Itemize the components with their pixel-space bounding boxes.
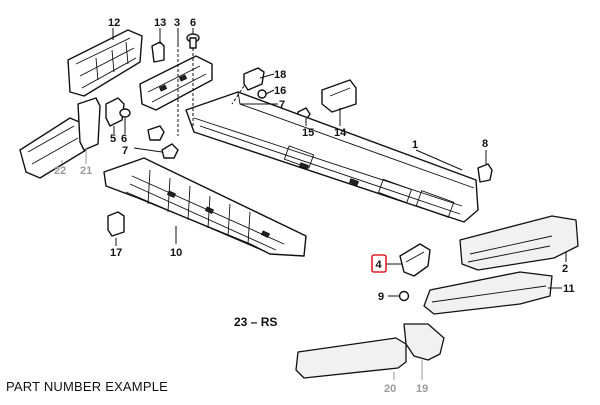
assembly-guide-lines xyxy=(177,44,245,136)
callout-5: 5 xyxy=(110,133,116,145)
callout-7-lower: 7 xyxy=(122,145,128,157)
callout-20: 20 xyxy=(384,383,396,395)
part-5-clip xyxy=(105,97,125,127)
part-16-screw xyxy=(257,89,267,99)
callout-17: 17 xyxy=(110,247,122,259)
callout-14: 14 xyxy=(334,127,347,139)
callout-6-left: 6 xyxy=(121,133,127,145)
part-22-end-cap xyxy=(19,117,87,179)
callout-2: 2 xyxy=(562,263,568,275)
callout-19: 19 xyxy=(416,383,428,395)
caption-text: PART NUMBER EXAMPLE xyxy=(6,379,169,394)
part-18-bracket xyxy=(243,67,265,91)
part-clip-cluster xyxy=(147,125,165,141)
part-4-bracket xyxy=(399,243,431,277)
callout-1: 1 xyxy=(412,139,418,151)
assembly-label: 23 – RS xyxy=(234,315,277,329)
leader-lines xyxy=(61,28,567,380)
part-14-mount-bracket xyxy=(321,79,357,113)
part-6-bolt-top xyxy=(186,33,200,49)
callout-9: 9 xyxy=(378,291,384,303)
callout-3: 3 xyxy=(174,17,180,29)
part-17-clip xyxy=(107,211,125,237)
callout-15: 15 xyxy=(302,127,314,139)
callout-21: 21 xyxy=(80,165,92,177)
part-19-corner-cap xyxy=(403,323,445,361)
callout-16: 16 xyxy=(274,85,286,97)
callout-10: 10 xyxy=(170,247,182,259)
callout-7-upper: 7 xyxy=(279,99,285,111)
callout-18: 18 xyxy=(274,69,286,81)
part-11-moulding xyxy=(423,271,553,315)
callout-8: 8 xyxy=(482,138,488,150)
part-3-mounting-rail xyxy=(139,55,213,111)
part-7-nut-lower xyxy=(161,143,179,159)
highlight-box xyxy=(371,254,387,273)
part-2-bumper-end xyxy=(459,215,579,271)
callout-13: 13 xyxy=(154,17,166,29)
part-13-clip xyxy=(151,41,165,63)
callout-22: 22 xyxy=(54,165,66,177)
callout-4: 4 xyxy=(376,259,383,271)
part-8-clip xyxy=(477,163,493,183)
callout-11: 11 xyxy=(563,283,575,295)
part-10-grille xyxy=(103,157,307,257)
part-9-bolt xyxy=(398,290,410,302)
part-20-front-strip xyxy=(295,337,407,379)
callout-6-top: 6 xyxy=(190,17,196,29)
part-21-end-piece xyxy=(77,97,101,151)
part-6-bolt-left xyxy=(119,108,131,118)
callout-labels: 12 13 3 6 18 16 7 5 6 7 15 14 1 8 22 21 … xyxy=(54,17,575,395)
callout-12: 12 xyxy=(108,17,120,29)
part-12-bracket xyxy=(67,29,143,97)
